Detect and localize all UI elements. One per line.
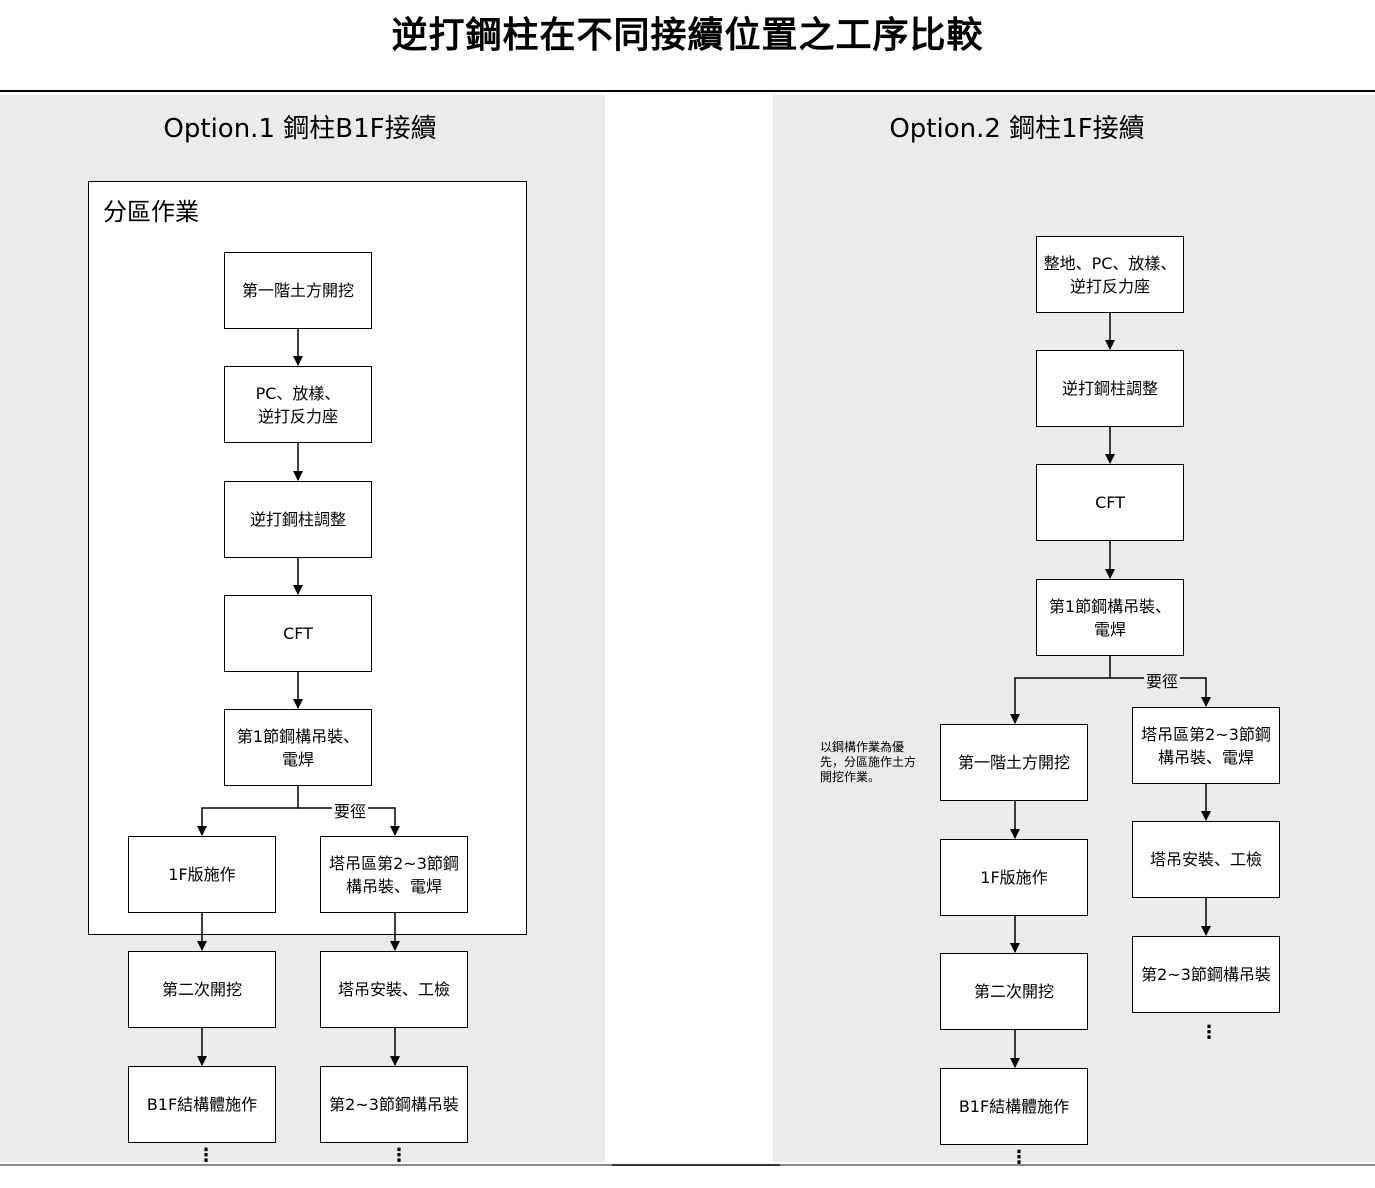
- o2-step-first-excavation: 第一階土方開挖: [940, 724, 1088, 801]
- o2-step-site-prep: 整地、PC、放樣、 逆打反力座: [1036, 236, 1184, 313]
- o2-step-cft: CFT: [1036, 464, 1184, 541]
- o2-step-crane-install: 塔吊安裝、工檢: [1132, 821, 1280, 898]
- o2-critical-path-label: 要徑: [1144, 668, 1181, 692]
- arrow: [1110, 677, 1211, 707]
- o1-step-1f-slab: 1F版施作: [128, 836, 276, 913]
- o2-continuation-left: ⋮: [1010, 1147, 1028, 1168]
- o1-continuation-right: ⋮: [390, 1145, 408, 1166]
- arrow: [197, 786, 299, 836]
- arrow: [1010, 656, 1111, 724]
- bottom-divider-right: [780, 1164, 1375, 1166]
- o1-step-section23-erection: 第2~3節鋼構吊裝: [320, 1066, 468, 1143]
- o2-step-b1f-structure: B1F結構體施作: [940, 1068, 1088, 1145]
- o2-step-crane-area-erection: 塔吊區第2~3節鋼 構吊裝、電焊: [1132, 707, 1280, 784]
- bottom-divider-left: [0, 1164, 612, 1166]
- o1-step-section1-erection: 第1節鋼構吊裝、 電焊: [224, 709, 372, 786]
- o2-step-section23-erection: 第2~3節鋼構吊裝: [1132, 936, 1280, 1013]
- o1-step-b1f-structure: B1F結構體施作: [128, 1066, 276, 1143]
- o1-step-second-excavation: 第二次開挖: [128, 951, 276, 1028]
- o1-step-crane-area-erection: 塔吊區第2~3節鋼 構吊裝、電焊: [320, 836, 468, 913]
- o1-step-column-adjust: 逆打鋼柱調整: [224, 481, 372, 558]
- option2-heading: Option.2 鋼柱1F接續: [889, 114, 1145, 144]
- o1-step-cft: CFT: [224, 595, 372, 672]
- arrow: [298, 807, 400, 836]
- page-title: 逆打鋼柱在不同接續位置之工序比較: [391, 15, 984, 56]
- zone-label: 分區作業: [103, 198, 199, 226]
- o2-step-column-adjust: 逆打鋼柱調整: [1036, 350, 1184, 427]
- o2-continuation-right: ⋮: [1200, 1022, 1218, 1043]
- o2-step-second-excavation: 第二次開挖: [940, 953, 1088, 1030]
- o1-step-pc-layout: PC、放樣、 逆打反力座: [224, 366, 372, 443]
- o2-note: 以鋼構作業為優 先，分區施作土方 開挖作業。: [820, 740, 917, 784]
- o1-continuation-left: ⋮: [197, 1145, 215, 1166]
- bottom-divider-middle: [612, 1164, 780, 1166]
- o2-step-1f-slab: 1F版施作: [940, 839, 1088, 916]
- o1-critical-path-label: 要徑: [332, 798, 369, 822]
- title-divider: [0, 90, 1375, 92]
- option1-heading: Option.1 鋼柱B1F接續: [163, 114, 437, 144]
- o1-step-first-excavation: 第一階土方開挖: [224, 252, 372, 329]
- o2-step-section1-erection: 第1節鋼構吊裝、 電焊: [1036, 579, 1184, 656]
- o1-step-crane-install: 塔吊安裝、工檢: [320, 951, 468, 1028]
